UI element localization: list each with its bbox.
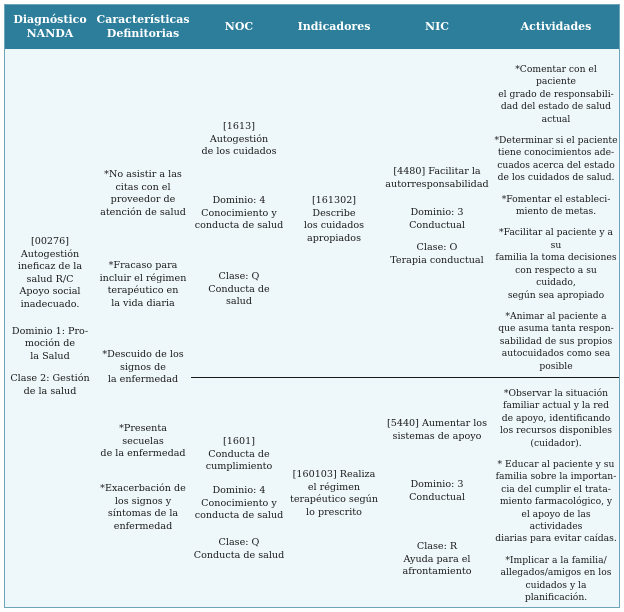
nic-2-dominio-text: Dominio: 3 Conductual bbox=[409, 479, 465, 503]
characteristic-2-text: *Fracaso para incluir el régimen terapéu… bbox=[99, 260, 187, 309]
header-diagnostico: Diagnóstico NANDA bbox=[5, 5, 95, 49]
actividades-2: *Observar la situación familiar actual y… bbox=[494, 388, 618, 605]
nic-1-clase: Clase: O Terapia conductual bbox=[383, 242, 491, 267]
nic-2-code: [5440] Aumentar los sistemas de apoyo bbox=[383, 418, 491, 443]
header-nic: NIC bbox=[381, 5, 493, 49]
nic-1-dominio-text: Dominio: 3 Conductual bbox=[409, 207, 465, 231]
noc-2-dominio: Dominio: 4 Conocimiento y conducta de sa… bbox=[193, 485, 285, 523]
nic-1-code-text: [4480] Facilitar la autorresponsabilidad bbox=[385, 166, 489, 190]
header-diagnostico-text: Diagnóstico NANDA bbox=[13, 13, 87, 40]
noc-1-clase-text: Clase: Q Conducta de salud bbox=[208, 271, 270, 308]
characteristic-4: *Presenta secuelas de la enfermedad bbox=[97, 423, 189, 461]
indicador-1-text: [161302] Describe los cuidados apropiado… bbox=[303, 195, 365, 244]
diagnosis-cell: [00276] Autogestión ineficaz de la salud… bbox=[7, 236, 93, 399]
characteristic-5: *Exacerbación de los signos y síntomas d… bbox=[97, 483, 189, 533]
nic-2-clase-text: Clase: R Ayuda para el afrontamiento bbox=[402, 541, 472, 578]
noc-1-code: [1613] Autogestión de los cuidados bbox=[193, 121, 285, 159]
actividad-1-4: *Facilitar al paciente y a su familia la… bbox=[495, 227, 617, 301]
noc-2-clase: Clase: Q Conducta de salud bbox=[193, 537, 285, 562]
characteristic-4-text: *Presenta secuelas de la enfermedad bbox=[100, 423, 186, 460]
header-indicadores-text: Indicadores bbox=[297, 20, 371, 33]
noc-2-code-text: [1601] Conducta de cumplimiento bbox=[205, 436, 273, 473]
header-actividades-text: Actividades bbox=[520, 20, 592, 33]
noc-2-clase-text: Clase: Q Conducta de salud bbox=[193, 537, 285, 561]
header-indicadores: Indicadores bbox=[287, 5, 381, 49]
characteristic-2: *Fracaso para incluir el régimen terapéu… bbox=[97, 260, 189, 310]
actividad-2-1: *Observar la situación familiar actual y… bbox=[499, 388, 613, 449]
table-header: Diagnóstico NANDA Características Defini… bbox=[5, 5, 619, 49]
nursing-care-plan-table: Diagnóstico NANDA Características Defini… bbox=[4, 4, 620, 608]
header-nic-text: NIC bbox=[425, 20, 449, 33]
header-noc: NOC bbox=[191, 5, 287, 49]
nic-2-clase: Clase: R Ayuda para el afrontamiento bbox=[383, 541, 491, 579]
characteristic-5-text: *Exacerbación de los signos y síntomas d… bbox=[100, 483, 186, 532]
nic-2-code-text: [5440] Aumentar los sistemas de apoyo bbox=[387, 418, 487, 442]
header-actividades: Actividades bbox=[493, 5, 619, 49]
noc-2-code: [1601] Conducta de cumplimiento bbox=[193, 436, 285, 474]
noc-1-dominio-text: Dominio: 4 Conocimiento y conducta de sa… bbox=[194, 195, 284, 232]
actividad-2-3: *Implicar a la familia/ allegados/amigos… bbox=[500, 554, 612, 604]
diagnosis-dominio: Dominio 1: Pro- moción de la Salud bbox=[11, 325, 89, 362]
header-caracteristicas-text: Características Definitorias bbox=[96, 13, 190, 40]
characteristic-3: *Descuido de los signos de la enfermedad bbox=[97, 349, 189, 387]
header-caracteristicas: Características Definitorias bbox=[95, 5, 191, 49]
header-noc-text: NOC bbox=[224, 20, 254, 33]
actividades-1: *Comentar con el paciente el grado de re… bbox=[494, 64, 618, 373]
diagnosis-code: [00276] Autogestión ineficaz de la salud… bbox=[17, 236, 83, 310]
actividad-1-2: *Determinar si el paciente tiene conocim… bbox=[494, 135, 618, 184]
actividad-1-1: *Comentar con el paciente el grado de re… bbox=[498, 64, 614, 125]
indicador-2-text: [160103] Realiza el régimen terapéutico … bbox=[289, 469, 379, 518]
nic-1-code: [4480] Facilitar la autorresponsabilidad bbox=[383, 166, 491, 191]
indicador-2: [160103] Realiza el régimen terapéutico … bbox=[289, 469, 379, 519]
noc-1-code-text: [1613] Autogestión de los cuidados bbox=[201, 121, 277, 158]
nic-1-clase-text: Clase: O Terapia conductual bbox=[390, 242, 484, 266]
nic-1-dominio: Dominio: 3 Conductual bbox=[383, 207, 491, 232]
noc-1-dominio: Dominio: 4 Conocimiento y conducta de sa… bbox=[193, 195, 285, 233]
actividad-1-3: *Fomentar el estableci- miento de metas. bbox=[501, 193, 611, 218]
noc-1-clase: Clase: Q Conducta de salud bbox=[193, 271, 285, 309]
diagnosis-clase: Clase 2: Gestión de la salud bbox=[10, 373, 90, 397]
nic-2-dominio: Dominio: 3 Conductual bbox=[383, 479, 491, 504]
table-body: [00276] Autogestión ineficaz de la salud… bbox=[5, 49, 619, 607]
actividad-2-2: * Educar al paciente y su familia sobre … bbox=[495, 459, 617, 545]
noc-2-dominio-text: Dominio: 4 Conocimiento y conducta de sa… bbox=[194, 485, 284, 522]
actividad-1-5: *Animar al paciente a que asuma tanta re… bbox=[498, 310, 614, 372]
characteristic-1-text: *No asistir a las citas con el proveedor… bbox=[100, 169, 186, 218]
characteristic-3-text: *Descuido de los signos de la enfermedad bbox=[102, 349, 184, 386]
characteristic-1: *No asistir a las citas con el proveedor… bbox=[97, 169, 189, 219]
section-divider bbox=[191, 377, 619, 378]
indicador-1: [161302] Describe los cuidados apropiado… bbox=[289, 195, 379, 245]
